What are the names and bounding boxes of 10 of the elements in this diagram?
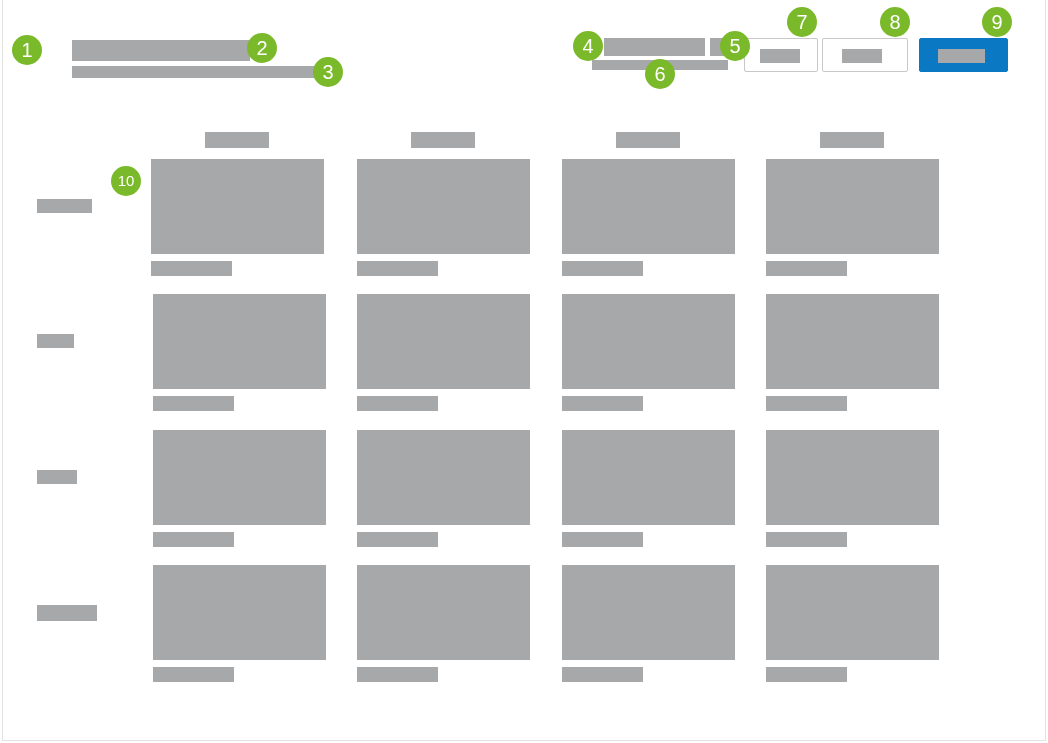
callout-number: 2 [247,33,277,63]
callout-number: 1 [12,35,42,65]
callout-number: 3 [313,57,343,87]
callout-number: 10 [111,166,141,196]
callout-number: 5 [720,31,750,61]
callout-number: 4 [573,31,603,61]
callout-number: 6 [645,59,675,89]
callout-number: 8 [880,7,910,37]
callout-number: 9 [982,7,1012,37]
callout-number: 7 [787,7,817,37]
